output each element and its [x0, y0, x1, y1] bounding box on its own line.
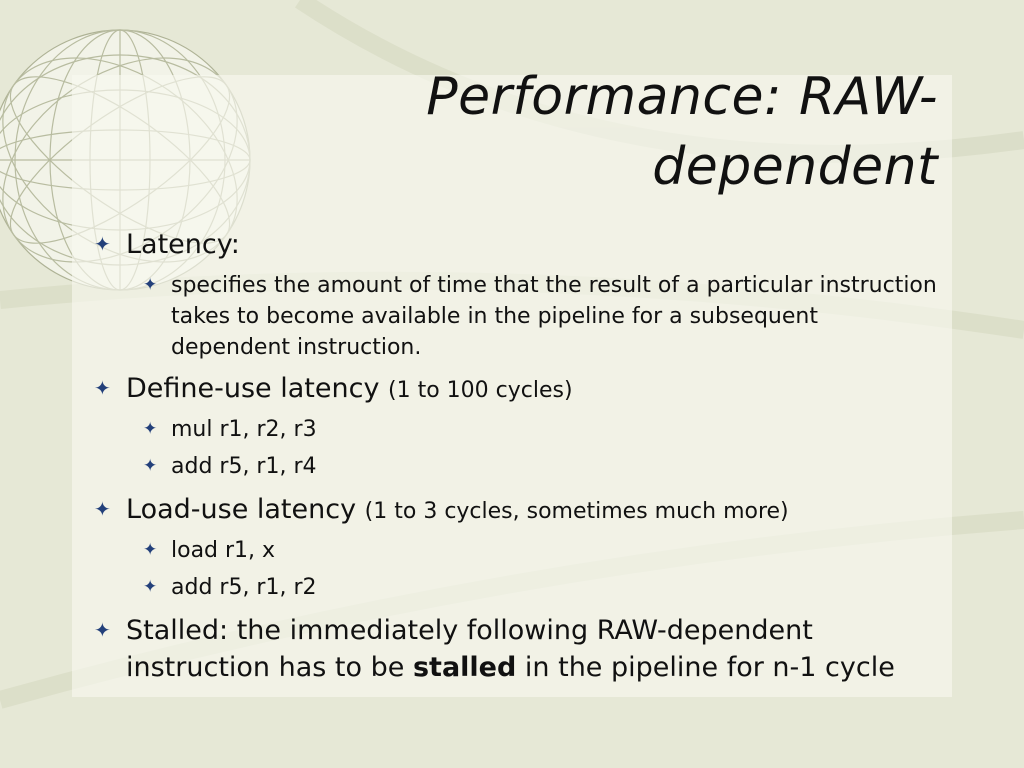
four-point-star-icon: ✦	[143, 577, 158, 597]
four-point-star-icon: ✦	[94, 618, 111, 642]
four-point-star-icon: ✦	[143, 419, 158, 439]
four-point-star-icon: ✦	[143, 540, 158, 560]
bullet-define-use-latency: ✦ Define-use latency (1 to 100 cycles)	[94, 370, 946, 409]
four-point-star-icon: ✦	[143, 456, 158, 476]
bullet-text: Stalled: the immediately following RAW-d…	[126, 615, 813, 683]
sub-bullet-text: mul r1, r2, r3	[171, 417, 317, 442]
bullet-note: (1 to 3 cycles, sometimes much more)	[364, 499, 789, 524]
sub-bullet-add: ✦ add r5, r1, r4	[143, 451, 317, 482]
sub-bullet-text: load r1, x	[171, 538, 276, 563]
sub-bullet-add-2: ✦ add r5, r1, r2	[143, 572, 317, 603]
sub-bullet-load: ✦ load r1, x	[143, 535, 276, 566]
bullet-label: Define-use latency	[126, 373, 380, 404]
four-point-star-icon: ✦	[94, 497, 111, 521]
four-point-star-icon: ✦	[94, 376, 111, 400]
title-line-2: dependent	[652, 137, 938, 197]
sub-bullet-text: specifies the amount of time that the re…	[171, 273, 937, 360]
bullet-emphasis: stalled	[412, 652, 517, 683]
title-line-1: Performance: RAW-	[426, 67, 938, 127]
four-point-star-icon: ✦	[94, 232, 111, 256]
four-point-star-icon: ✦	[143, 275, 158, 295]
bullet-label: Latency:	[126, 229, 240, 260]
sub-bullet-text: add r5, r1, r4	[171, 454, 317, 479]
bullet-load-use-latency: ✦ Load-use latency (1 to 3 cycles, somet…	[94, 491, 946, 530]
bullet-label: Load-use latency	[126, 494, 357, 525]
content-panel	[72, 75, 952, 697]
sub-bullet-mul: ✦ mul r1, r2, r3	[143, 414, 317, 445]
sub-bullet-text: add r5, r1, r2	[171, 575, 317, 600]
bullet-note: (1 to 100 cycles)	[388, 378, 573, 403]
slide-title: Performance: RAW- dependent	[238, 62, 938, 202]
sub-bullet-latency-definition: ✦ specifies the amount of time that the …	[143, 270, 941, 363]
bullet-text-end: in the pipeline for n-1 cycle	[516, 652, 895, 683]
bullet-stalled: ✦ Stalled: the immediately following RAW…	[94, 612, 926, 686]
bullet-latency: ✦ Latency:	[94, 226, 926, 263]
